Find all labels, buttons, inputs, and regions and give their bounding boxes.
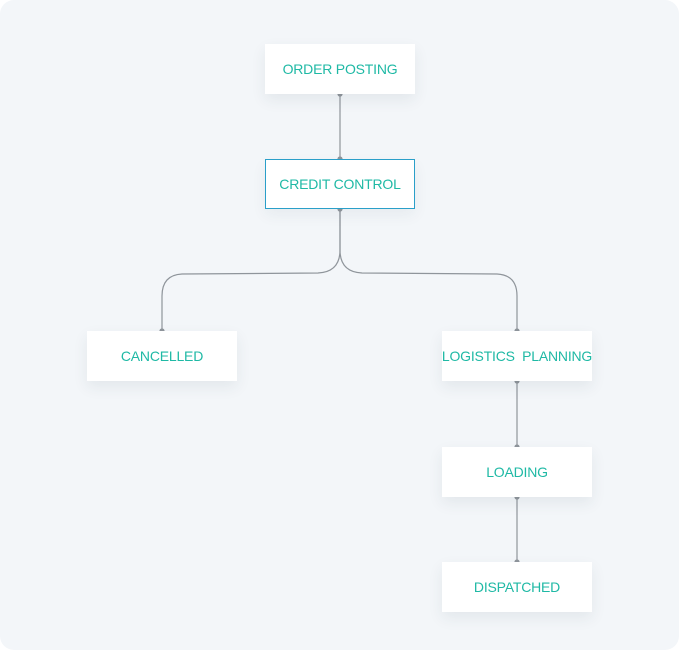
node-loading[interactable]: LOADING: [442, 447, 592, 497]
edge-credit-control-to-cancelled: [161, 209, 341, 331]
node-credit-control[interactable]: CREDIT CONTROL: [265, 159, 415, 209]
node-label: DISPATCHED: [473, 579, 561, 595]
node-order-posting[interactable]: ORDER POSTING: [265, 44, 415, 94]
node-dispatched[interactable]: DISPATCHED: [442, 562, 592, 612]
node-label: LOGISTICS PLANNING: [441, 348, 593, 364]
node-logistics-planning[interactable]: LOGISTICS PLANNING: [442, 331, 592, 381]
node-label: LOADING: [486, 464, 548, 480]
edge-credit-control-to-logistics-planning: [339, 209, 518, 331]
node-cancelled[interactable]: CANCELLED: [87, 331, 237, 381]
node-label: CANCELLED: [120, 348, 204, 364]
node-label: ORDER POSTING: [282, 61, 398, 77]
node-label: CREDIT CONTROL: [279, 176, 401, 192]
